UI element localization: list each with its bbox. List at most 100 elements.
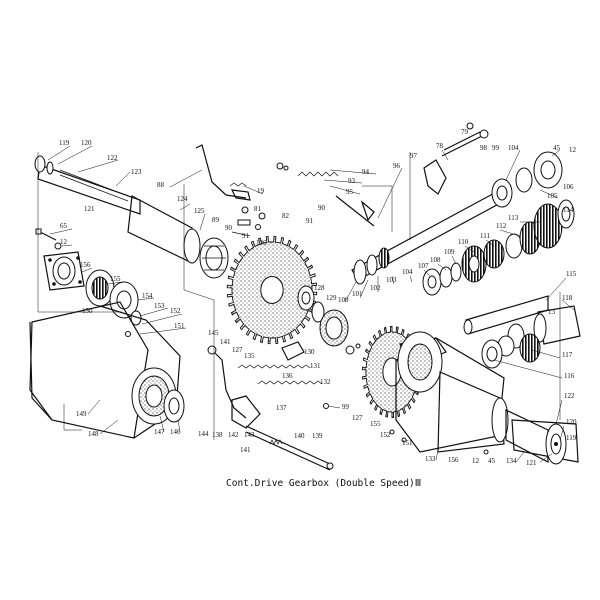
label-107: 107 [418, 262, 429, 270]
label-152b: 152 [380, 431, 391, 439]
label-122: 122 [107, 154, 118, 162]
label-126: 126 [256, 239, 267, 247]
label-127b: 127 [352, 414, 363, 422]
label-45b: 45 [488, 457, 496, 465]
label-118: 118 [562, 294, 573, 302]
label-156b: 156 [448, 456, 459, 464]
label-153: 153 [154, 302, 165, 310]
label-97: 97 [410, 152, 418, 160]
left-flange-bearings [35, 228, 142, 326]
label-99b: 99 [342, 403, 350, 411]
label-108: 108 [430, 256, 441, 264]
label-137: 137 [276, 404, 287, 412]
label-89: 89 [212, 216, 220, 224]
label-19: 19 [257, 187, 265, 195]
label-113: 113 [508, 214, 519, 222]
label-128: 128 [314, 284, 325, 292]
callout-brackets [37, 152, 561, 440]
label-82: 82 [282, 212, 290, 220]
left-gearbox-housing [29, 301, 185, 439]
label-110: 110 [458, 238, 469, 246]
right-gearbox-housing [389, 331, 579, 465]
label-127a: 127 [232, 346, 243, 354]
label-45a: 45 [553, 144, 561, 152]
label-142: 142 [228, 431, 239, 439]
label-120: 120 [81, 139, 92, 147]
label-103: 103 [386, 276, 397, 284]
label-78: 78 [436, 142, 444, 150]
label-155b: 155 [370, 420, 381, 428]
label-91a: 91 [242, 232, 250, 240]
label-148: 148 [88, 430, 99, 438]
label-145: 145 [208, 329, 219, 337]
label-99a: 99 [492, 144, 500, 152]
label-96: 96 [393, 162, 401, 170]
label-136: 136 [282, 372, 293, 380]
label-125: 125 [194, 207, 205, 215]
label-104b: 104 [402, 268, 413, 276]
label-138: 138 [212, 431, 223, 439]
label-151a: 151 [174, 322, 185, 330]
label-88: 88 [157, 181, 165, 189]
label-154: 154 [142, 292, 153, 300]
label-129: 129 [326, 294, 337, 302]
shift-mechanism [207, 341, 334, 471]
label-95: 95 [346, 188, 354, 196]
label-104a: 104 [508, 144, 519, 152]
label-12b: 12 [60, 238, 68, 246]
label-131: 131 [310, 362, 321, 370]
label-112: 112 [496, 222, 507, 230]
label-106: 106 [563, 183, 574, 191]
label-149: 149 [76, 410, 87, 418]
label-12c: 12 [472, 457, 480, 465]
label-114: 114 [563, 206, 574, 214]
label-98: 98 [480, 144, 488, 152]
label-155: 155 [110, 275, 121, 283]
label-146: 146 [170, 428, 181, 436]
label-117: 117 [562, 351, 573, 359]
label-79: 79 [461, 128, 469, 136]
label-124: 124 [177, 195, 188, 203]
diagram-caption: Cont.Drive Gearbox (Double Speed)Ⅲ [226, 478, 421, 489]
label-151b: 151 [402, 439, 413, 447]
right-splined-shaft [463, 295, 581, 369]
label-81: 81 [254, 205, 262, 213]
label-141a: 141 [220, 338, 231, 346]
label-130: 130 [304, 348, 315, 356]
label-12a: 12 [569, 146, 577, 154]
label-133: 133 [425, 455, 436, 463]
gear-bushings [297, 285, 361, 355]
label-122b: 122 [564, 392, 575, 400]
label-140: 140 [294, 432, 305, 440]
label-105: 105 [547, 192, 558, 200]
label-65: 65 [60, 222, 68, 230]
label-120b: 120 [566, 418, 577, 426]
label-152: 152 [170, 307, 181, 315]
part-labels: 119 120 122 123 121 88 19 124 125 126 81… [59, 128, 577, 467]
label-111: 111 [480, 232, 490, 240]
input-shaft-assembly [34, 144, 266, 279]
label-143: 143 [244, 431, 255, 439]
label-119b: 119 [566, 434, 577, 442]
leader-lines [47, 145, 575, 463]
label-93: 93 [348, 177, 356, 185]
label-134: 134 [506, 457, 517, 465]
label-121b: 121 [526, 459, 537, 467]
label-144: 144 [198, 430, 209, 438]
label-139: 139 [312, 432, 323, 440]
label-119: 119 [59, 139, 70, 147]
label-13: 13 [548, 308, 556, 316]
label-90b: 90 [318, 204, 326, 212]
label-102: 102 [370, 284, 381, 292]
label-90a: 90 [225, 224, 233, 232]
label-116: 116 [564, 372, 575, 380]
gear-bore [260, 276, 284, 304]
label-115: 115 [566, 270, 577, 278]
label-150: 150 [82, 307, 93, 315]
label-147: 147 [154, 428, 165, 436]
label-121: 121 [84, 205, 95, 213]
label-109: 109 [444, 248, 455, 256]
label-100: 100 [338, 296, 349, 304]
large-spur-gear [226, 235, 318, 345]
